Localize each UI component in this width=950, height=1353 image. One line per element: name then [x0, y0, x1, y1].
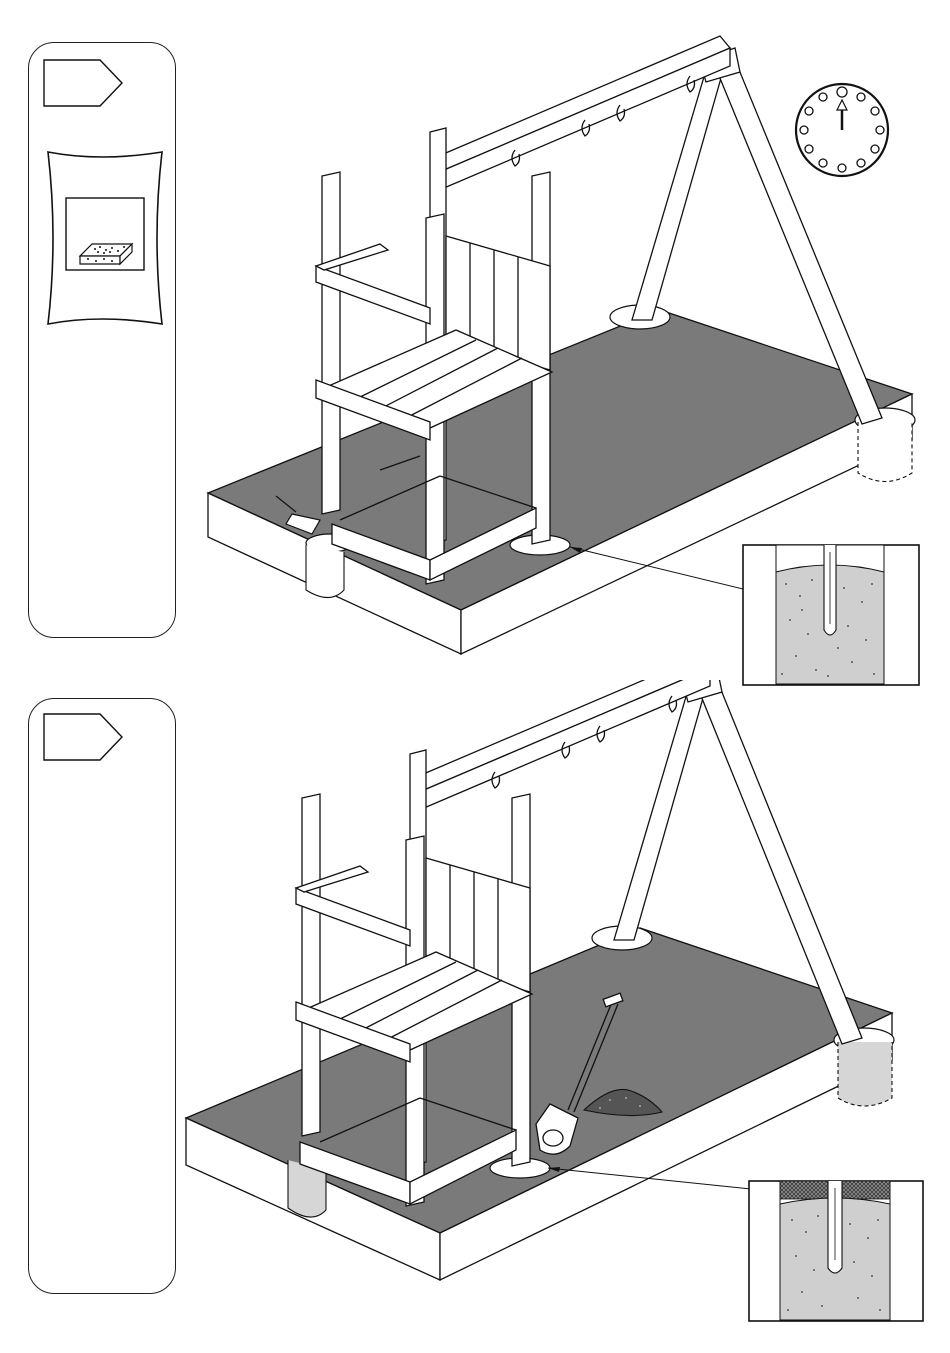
clock-12-hours-icon [792, 80, 892, 180]
soil-detail-callout [748, 1180, 924, 1322]
step-2-panel [0, 680, 950, 1353]
concrete-detail-callout [742, 544, 920, 686]
step-2-sidebar [28, 698, 176, 1294]
step-2-number-tag [42, 712, 124, 762]
step-1-sidebar [28, 42, 176, 638]
step-1-panel [0, 0, 950, 660]
concrete-bag-icon [40, 148, 170, 330]
step-1-number-tag [42, 58, 124, 108]
